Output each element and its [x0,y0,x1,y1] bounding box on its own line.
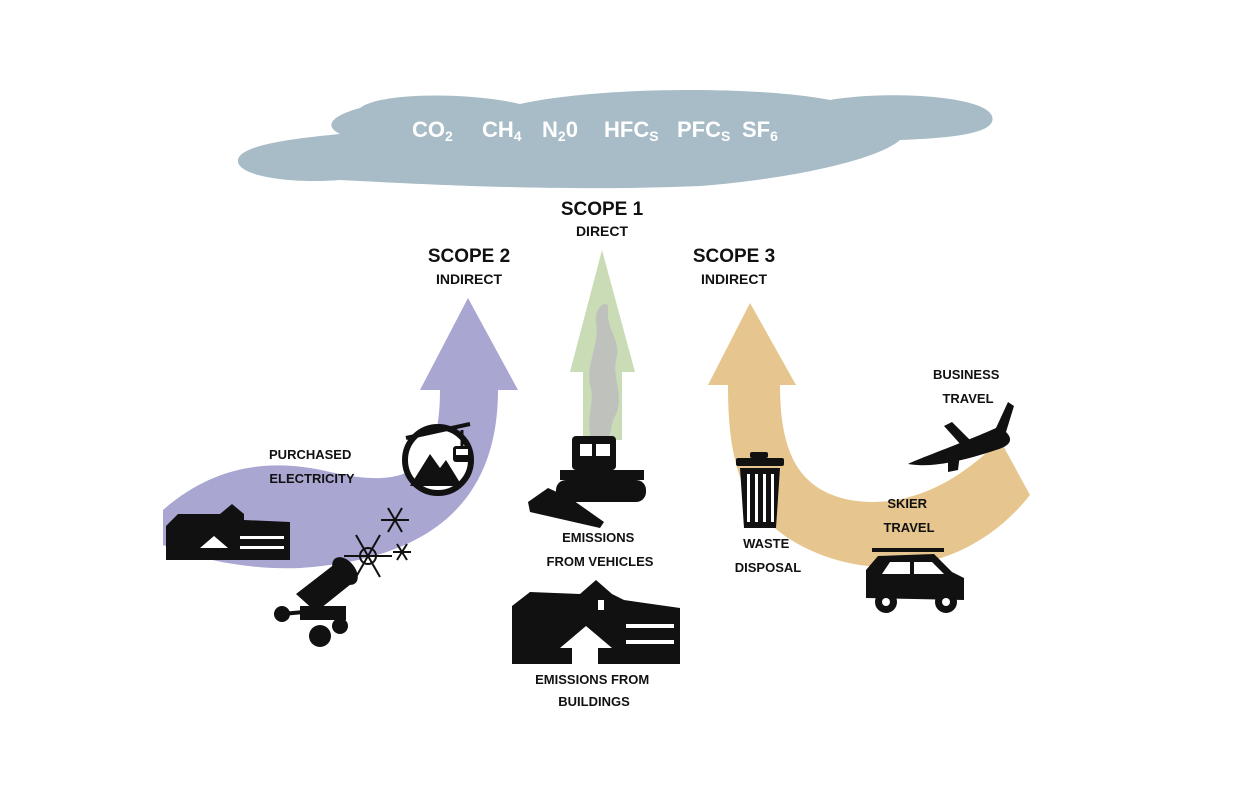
gas-hfcs: HFCS [604,117,659,144]
trash-can-icon [736,452,784,528]
car-icon [866,548,964,613]
snowcat-icon [528,436,646,528]
gas-ch4: CH4 [482,117,522,144]
gas-co2: CO2 [412,117,453,144]
scope3-subtitle: INDIRECT [701,271,768,287]
label-skier-travel: SKIER TRAVEL [883,496,934,535]
label-business-travel: BUSINESS TRAVEL [933,367,1003,406]
label-waste-disposal: WASTE DISPOSAL [735,536,802,575]
gas-pfcs: PFCS [677,117,730,144]
scope1-subtitle: DIRECT [576,223,629,239]
gas-list: CO2 CH4 N20 HFCS PFCS SF6 [412,117,778,144]
exhaust-smoke [589,303,619,440]
label-emissions-vehicles: EMISSIONS FROM VEHICLES [547,530,654,569]
scope2-subtitle: INDIRECT [436,271,503,287]
label-purchased-electricity: PURCHASED ELECTRICITY [269,447,355,486]
scope2-arrow [163,298,518,569]
lodge-icon-large [512,580,680,664]
lodge-icon [166,504,290,560]
snowflake-icon [344,507,411,578]
scope3-title: SCOPE 3 [693,246,775,267]
snow-cannon-icon [274,557,358,647]
gas-sf6: SF6 [742,117,778,144]
gas-n2o: N20 [542,117,578,144]
scope2-title: SCOPE 2 [428,246,510,267]
gondola-icon [402,422,474,496]
airplane-icon [908,402,1014,472]
ghg-cloud [237,89,993,189]
scope1-title: SCOPE 1 [561,199,644,220]
label-emissions-buildings: EMISSIONS FROM BUILDINGS [535,672,653,709]
scope3-arrow [708,303,1030,567]
